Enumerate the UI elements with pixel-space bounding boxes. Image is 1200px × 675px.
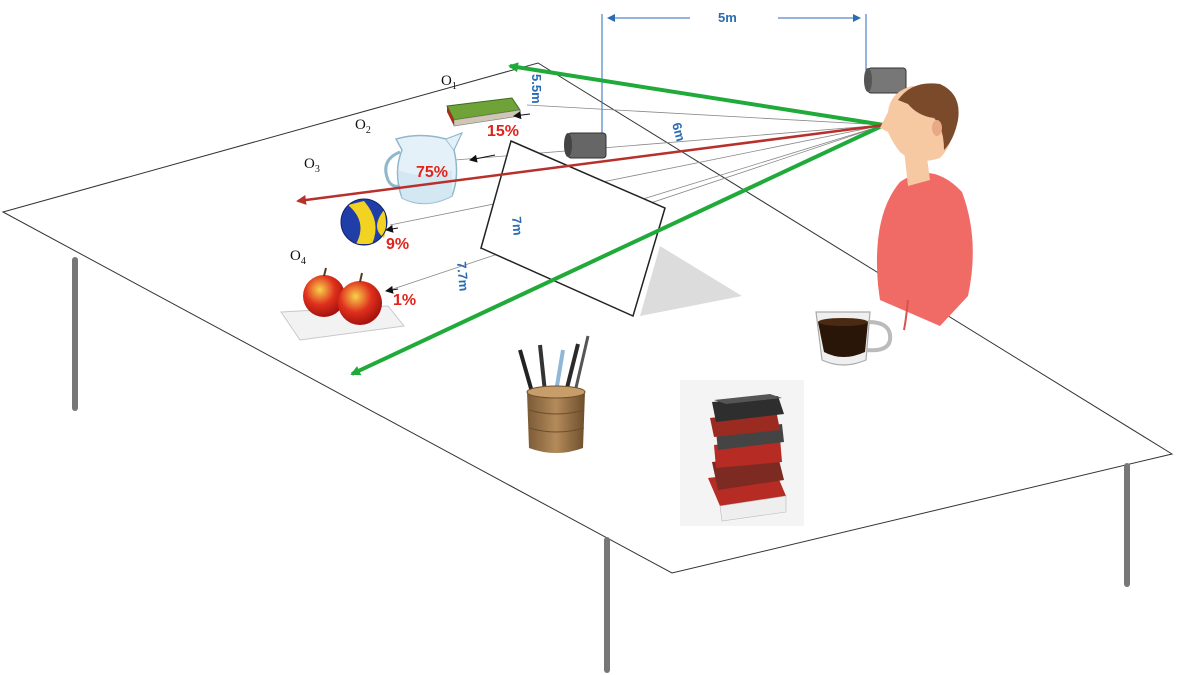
person-icon [876,83,973,331]
gaze-arrow-upper [508,62,885,127]
object-label-o1: O1 [441,73,457,92]
distance-label-d4: 7.7m [454,261,472,292]
tablet [480,139,742,318]
object-label-o4: O4 [290,248,306,267]
gaze-arrow-lower [350,123,885,376]
apples-icon [280,267,405,341]
coffee-mug-icon [815,311,893,366]
distance-label-d2: 6m [669,121,688,143]
camera-icon [864,67,907,94]
book-icon [446,97,521,127]
ball-icon [340,198,388,246]
object-label-o2: O2 [355,117,371,136]
predicted-gaze-arrow [296,123,885,205]
tablet-stand-shadow [640,246,742,316]
table-top [1,62,1174,574]
pen-holder-icon [518,335,590,453]
object-label-o3: O3 [304,156,320,175]
object-percent-o1: 15% [487,123,519,140]
table [1,62,1174,673]
camera-gap-dimension: 5m [601,10,867,133]
camera-icon [564,132,607,159]
object-percent-o4: 1% [393,292,416,309]
object-percent-o3: 9% [386,236,409,253]
book-stack-icon [680,380,804,526]
tablet-screen [480,139,666,318]
object-percent-o2: 75% [416,164,448,181]
distance-label-d3: 7m [509,216,526,236]
distance-label-d1: 5.5m [529,74,544,104]
camera-gap-label: 5m [718,10,737,25]
